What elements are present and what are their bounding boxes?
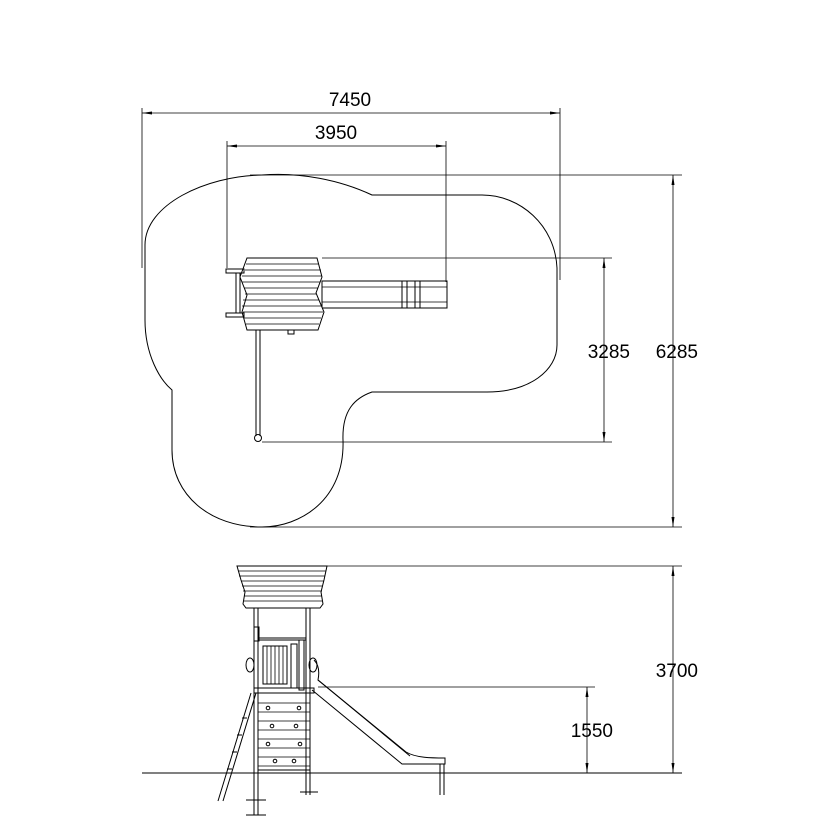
lower-wall [257,692,311,771]
elevation-extension-lines [318,565,682,688]
safety-zone-outline [144,173,558,528]
dimension-label-1550: 1550 [571,721,613,742]
foundations [246,773,318,816]
ladder-plan [254,330,262,442]
plan-extension-lines [141,108,682,528]
roof-elevation [236,565,328,609]
dimension-label-3285: 3285 [588,342,630,363]
elevation-dimension-lines [585,566,675,773]
elevation-view: 3700 1550 [142,565,698,816]
plan-dimension-lines [142,111,675,527]
slide-elevation [311,659,446,795]
dimension-label-7450: 7450 [329,90,371,111]
roof-plan [225,257,325,335]
platform-deck [253,687,315,694]
dimension-label-3950: 3950 [315,123,357,144]
ladder-elevation [217,692,257,802]
side-handle-left [245,657,255,673]
railing-panel [253,626,307,691]
dimension-label-3700: 3700 [656,661,698,682]
plan-view: 7450 3950 3285 6285 [141,90,698,528]
slide-plan [321,280,448,309]
dimension-label-6285: 6285 [656,342,698,363]
